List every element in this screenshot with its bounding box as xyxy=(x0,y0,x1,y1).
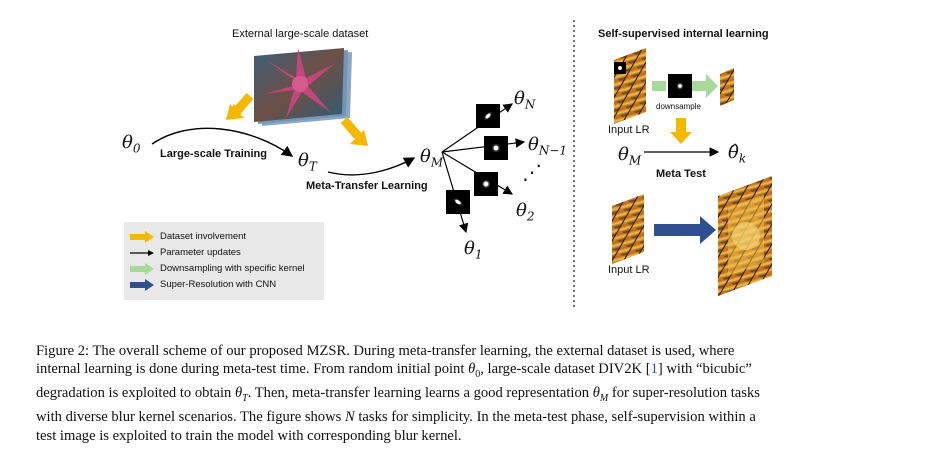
meta-test-arrow xyxy=(670,118,692,144)
input-lr-top-label: Input LR xyxy=(608,124,650,136)
theta-2-label: θ2 xyxy=(516,200,534,224)
theta-n-minus-1-subscript: N−1 xyxy=(538,143,568,158)
green-arrow-icon xyxy=(130,262,154,275)
theta-n-minus-1-label: θN−1 xyxy=(528,134,567,158)
input-lr-bottom-label: Input LR xyxy=(608,264,650,276)
input-lr-image-bottom xyxy=(612,194,644,264)
theta-n-symbol: θ xyxy=(514,88,525,109)
theta-k-hat-symbol: θ̂ xyxy=(728,142,739,163)
kernel-thumbnail-n xyxy=(476,104,500,128)
input-lr-image-top xyxy=(614,48,646,124)
starfish-shape xyxy=(264,48,334,118)
caption-text-2b: , large-scale dataset DIV2K [ xyxy=(480,361,651,378)
theta-1-label: θ1 xyxy=(464,238,482,262)
theta-m-label: θM xyxy=(420,146,443,170)
theta-t-label: θT xyxy=(298,150,317,174)
theta-2-symbol: θ xyxy=(516,200,527,221)
downsampling-arrow xyxy=(652,74,718,98)
dataset-arrow-left xyxy=(226,93,254,120)
downsampled-image xyxy=(720,68,734,106)
legend-item-dataset: Dataset involvement xyxy=(130,228,246,244)
legend-item-parameter: Parameter updates xyxy=(130,244,241,260)
yellow-arrow-icon xyxy=(130,230,154,243)
dataset-arrow-right xyxy=(340,117,368,146)
large-scale-training-label: Large-scale Training xyxy=(160,148,267,160)
legend-label-super-resolution: Super-Resolution with CNN xyxy=(160,278,277,290)
kernel-thumbnail-1 xyxy=(446,190,470,214)
meta-transfer-learning-label: Meta-Transfer Learning xyxy=(306,180,428,192)
caption-line-5: test image is exploited to train the mod… xyxy=(36,427,462,444)
caption-figure-label: Figure 2: xyxy=(36,343,90,359)
theta-0-label: θ0 xyxy=(122,132,140,156)
legend-label-parameter: Parameter updates xyxy=(160,246,241,258)
caption-line-2: internal learning is done during meta-te… xyxy=(36,360,904,384)
large-scale-training-curve xyxy=(151,127,294,157)
theta-m-subscript: M xyxy=(430,155,444,170)
super-resolved-image xyxy=(718,176,772,296)
caption-text-4a: with diverse blur kernel scenarios. The … xyxy=(36,409,345,426)
theta-k-hat-subscript: k xyxy=(738,151,747,166)
dataset-image-stack xyxy=(254,48,352,126)
meta-test-theta-m-subscript: M xyxy=(628,153,642,168)
legend-item-downsampling: Downsampling with specific kernel xyxy=(130,260,305,276)
figure-caption: Figure 2: The overall scheme of our prop… xyxy=(36,342,904,445)
caption-text-3b: . Then, meta-transfer learning learns a … xyxy=(247,385,593,402)
theta-n-label: θN xyxy=(514,88,535,112)
caption-text-2a: internal learning is done during meta-te… xyxy=(36,361,469,378)
super-resolution-arrow xyxy=(654,216,716,244)
theta-0-subscript: 0 xyxy=(132,141,141,156)
caption-line-4: with diverse blur kernel scenarios. The … xyxy=(36,408,904,426)
legend: Dataset involvement Parameter updates Do… xyxy=(124,222,324,300)
legend-label-downsampling: Downsampling with specific kernel xyxy=(160,262,305,274)
black-arrow-icon xyxy=(130,246,154,258)
theta-t-symbol: θ xyxy=(298,150,309,171)
citation-link[interactable]: 1 xyxy=(650,361,658,378)
caption-theta-t: θ xyxy=(235,385,243,402)
caption-theta-m-sub: M xyxy=(599,393,609,405)
caption-text-4b: tasks for simplicity. In the meta-test p… xyxy=(354,409,756,426)
meta-transfer-curve xyxy=(327,157,416,176)
caption-text-2c: ] with “bicubic” xyxy=(657,361,752,378)
internal-learning-title: Self-supervised internal learning xyxy=(598,28,769,40)
caption-text-3a: degradation is exploited to obtain xyxy=(36,385,235,402)
theta-0-symbol: θ xyxy=(122,132,133,153)
legend-item-super-resolution: Super-Resolution with CNN xyxy=(130,276,276,292)
kernel-thumbnail-2 xyxy=(474,172,498,196)
caption-theta-0: θ xyxy=(468,361,476,378)
theta-1-subscript: 1 xyxy=(474,247,483,262)
kernel-thumbnail-n-minus-1 xyxy=(484,136,508,160)
caption-text-1: The overall scheme of our proposed MZSR.… xyxy=(92,343,735,359)
meta-test-label: Meta Test xyxy=(656,168,706,180)
legend-label-dataset: Dataset involvement xyxy=(160,230,247,242)
theta-1-symbol: θ xyxy=(464,238,475,259)
theta-n-minus-1-symbol: θ xyxy=(528,134,539,155)
downsample-kernel xyxy=(668,74,692,98)
downsample-label: downsample xyxy=(656,102,701,111)
theta-n-subscript: N xyxy=(524,97,536,112)
meta-test-theta-m-symbol: θ xyxy=(618,144,629,165)
theta-2-subscript: 2 xyxy=(526,209,535,224)
theta-k-hat-label: θ̂k xyxy=(728,142,746,166)
caption-theta-0-sub: 0 xyxy=(475,369,481,381)
caption-theta-m: θ xyxy=(592,385,600,402)
blue-arrow-icon xyxy=(130,278,154,291)
theta-t-subscript: T xyxy=(308,159,317,174)
caption-line-3: degradation is exploited to obtain θT. T… xyxy=(36,384,904,408)
theta-m-symbol: θ xyxy=(420,146,431,167)
caption-n: N xyxy=(344,409,355,426)
dataset-title: External large-scale dataset xyxy=(232,28,369,40)
caption-text-3c: for super-resolution tasks xyxy=(608,385,760,402)
caption-theta-t-sub: T xyxy=(242,393,248,405)
caption-line-1: Figure 2: The overall scheme of our prop… xyxy=(36,342,904,360)
ellipsis-dots: ⋰ xyxy=(522,160,542,184)
meta-test-theta-m-label: θM xyxy=(618,144,641,168)
